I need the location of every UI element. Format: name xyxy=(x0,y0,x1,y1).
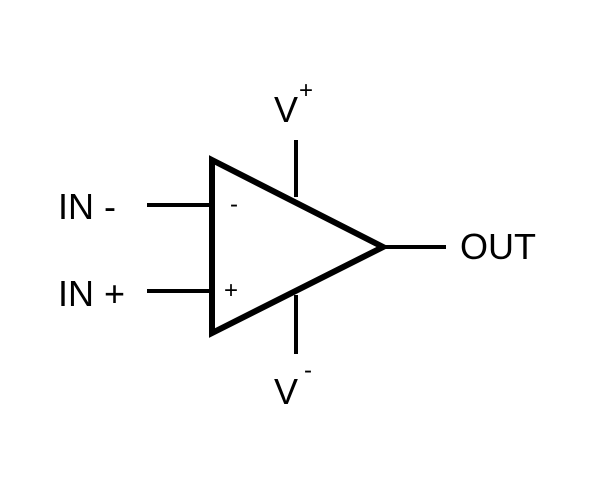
out-label: OUT xyxy=(460,226,536,267)
v-minus-superscript: - xyxy=(304,357,312,384)
v-plus-label: V xyxy=(274,89,298,130)
op-amp-triangle xyxy=(209,155,390,338)
v-plus-superscript: + xyxy=(299,77,313,104)
in-plus-label: IN + xyxy=(58,273,125,314)
inner-minus-sign: - xyxy=(230,191,238,218)
v-minus-label: V xyxy=(274,371,298,412)
in-minus-label: IN - xyxy=(58,186,116,227)
inner-plus-sign: + xyxy=(224,277,238,304)
